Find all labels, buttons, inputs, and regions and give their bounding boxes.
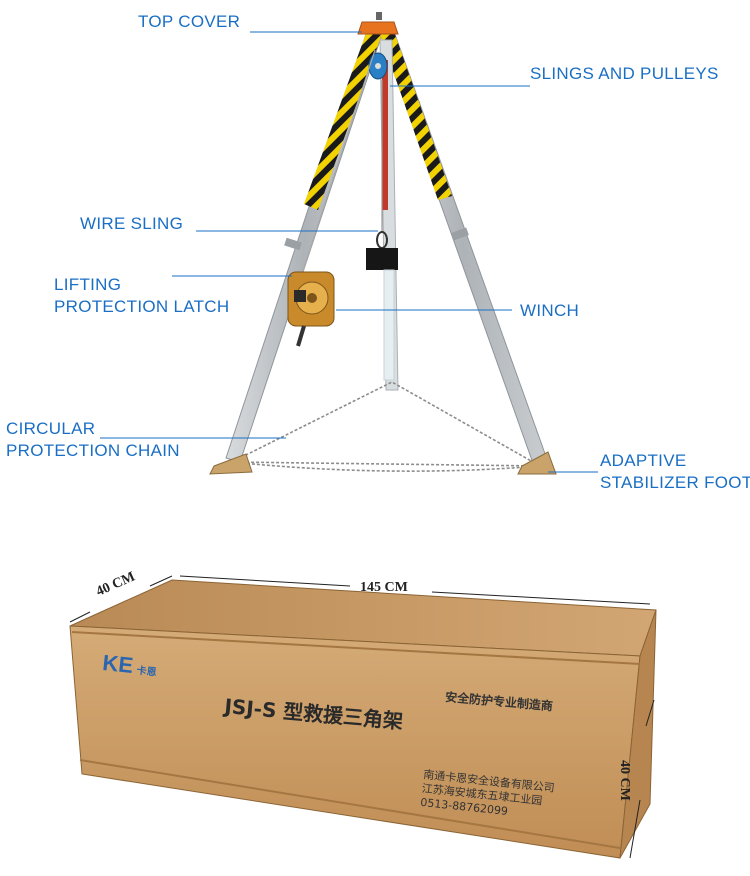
pulley-part [368, 52, 388, 80]
callout-leaders [100, 31, 598, 473]
top-cover-part [357, 12, 399, 35]
dimension-lines [69, 575, 655, 859]
dim-height: 40 CM [617, 760, 632, 801]
label-foot-2: STABILIZER FOOT [600, 473, 750, 492]
left-leg [225, 27, 383, 463]
label-lifting-1: LIFTING [54, 275, 122, 294]
stabilizer-feet [209, 451, 557, 475]
winch-part [287, 271, 335, 347]
protection-chain [231, 381, 541, 472]
label-wire-sling: WIRE SLING [80, 214, 184, 233]
label-chain-1: CIRCULAR [6, 419, 96, 438]
label-lifting-2: PROTECTION LATCH [54, 297, 230, 316]
label-foot-1: ADAPTIVE [600, 451, 687, 470]
hook-weight [366, 231, 398, 381]
label-top-cover: TOP COVER [138, 12, 241, 31]
carton-box [69, 579, 657, 859]
right-leg [377, 25, 549, 467]
label-slings-pulleys: SLINGS AND PULLEYS [530, 64, 719, 83]
label-chain-2: PROTECTION CHAIN [6, 441, 180, 460]
label-winch: WINCH [520, 301, 580, 320]
wire-rope [299, 49, 376, 281]
dim-length: 145 CM [360, 580, 408, 595]
